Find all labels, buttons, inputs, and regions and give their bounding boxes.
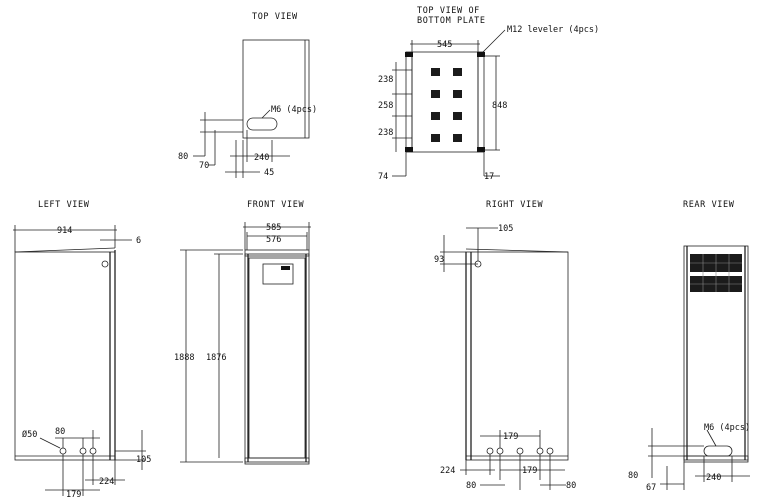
top-view-bolt-slot [246, 117, 278, 131]
rear-view-dim-80: 80 [628, 471, 638, 481]
rear-view-dim-240: 240 [706, 473, 721, 483]
bottom-plate-openings [431, 68, 462, 142]
cable-hole [546, 447, 554, 455]
bottom-plate-dim-17: 17 [484, 172, 494, 182]
bottom-plate-dim-258: 258 [378, 101, 393, 111]
left-view-dim-179: 179 [66, 490, 81, 500]
leveler-foot [477, 147, 485, 152]
bottom-plate-view: TOP VIEW OF BOTTOM PLATE 545 M12 leveler… [378, 6, 599, 182]
right-view-body [465, 251, 569, 461]
bottom-plate-leveler-note: M12 leveler (4pcs) [507, 25, 599, 35]
left-view-dim-80: 80 [55, 427, 65, 437]
rear-view-title: REAR VIEW [683, 200, 735, 210]
front-view-title: FRONT VIEW [247, 200, 304, 210]
left-view-dim-105: 105 [136, 455, 151, 465]
bottom-plate-dim-74: 74 [378, 172, 388, 182]
top-view-dim-45: 45 [264, 168, 274, 178]
left-view-dim-914: 914 [57, 226, 72, 236]
rear-view-bolt-note: M6 (4pcs) [704, 423, 750, 433]
bottom-plate-title-1: TOP VIEW OF [417, 6, 480, 16]
front-view-dim-1888: 1888 [174, 353, 194, 363]
cable-hole [79, 447, 87, 455]
bottom-plate-dim-238-top: 238 [378, 75, 393, 85]
left-view-dim-50: Ø50 [22, 429, 37, 440]
cable-hole [89, 447, 97, 455]
rear-view-body [683, 245, 749, 461]
front-view-dim-576: 576 [266, 235, 281, 245]
left-view-dim-6: 6 [136, 236, 141, 246]
lifting-eye [101, 260, 109, 268]
left-view: LEFT VIEW 914 6 Ø50 80 105 [13, 200, 151, 500]
bottom-plate-outline [411, 51, 479, 153]
rear-view-vent-panel [690, 254, 742, 292]
front-view: FRONT VIEW 585 576 1888 1876 [174, 200, 311, 465]
leveler-foot [477, 52, 485, 57]
right-view-title: RIGHT VIEW [486, 200, 543, 210]
front-view-display-panel [262, 263, 294, 285]
rear-view-dim-67: 67 [646, 483, 656, 493]
top-view-title: TOP VIEW [252, 12, 298, 22]
rear-view-bolt-slot [703, 445, 733, 457]
right-view: RIGHT VIEW 105 93 179 224 [434, 200, 576, 491]
front-view-body [244, 253, 310, 463]
right-view-dim-105: 105 [498, 224, 513, 234]
top-view-dim-240: 240 [254, 153, 269, 163]
front-view-dim-1876: 1876 [206, 353, 226, 363]
bottom-plate-dim-848: 848 [492, 101, 507, 111]
cable-hole [486, 447, 494, 455]
right-view-dim-179-top: 179 [503, 432, 518, 442]
right-view-dim-80-left: 80 [466, 481, 476, 491]
top-view-dim-70: 70 [199, 161, 209, 171]
bottom-plate-dim-238-bottom: 238 [378, 128, 393, 138]
cable-hole [536, 447, 544, 455]
cable-hole [59, 447, 67, 455]
cable-hole [496, 447, 504, 455]
cable-hole [516, 447, 524, 455]
leveler-foot [405, 147, 413, 152]
bottom-plate-dim-545: 545 [437, 40, 452, 50]
top-view-bolt-note: M6 (4pcs) [271, 105, 317, 115]
right-view-dim-224: 224 [440, 466, 455, 476]
right-view-dim-93: 93 [434, 255, 444, 265]
left-view-title: LEFT VIEW [38, 200, 90, 210]
rear-view: REAR VIEW M6 (4pcs) 80 67 [628, 200, 750, 493]
right-view-dim-80-right: 80 [566, 481, 576, 491]
leveler-foot [405, 52, 413, 57]
top-view-dim-80: 80 [178, 152, 188, 162]
top-view-outline [242, 39, 310, 139]
top-view: TOP VIEW M6 (4pcs) 80 70 240 45 [178, 12, 317, 178]
right-view-dim-179-bottom: 179 [522, 466, 537, 476]
bottom-plate-title-2: BOTTOM PLATE [417, 16, 486, 26]
front-view-dim-585: 585 [266, 223, 281, 233]
left-view-dim-224: 224 [99, 477, 114, 487]
